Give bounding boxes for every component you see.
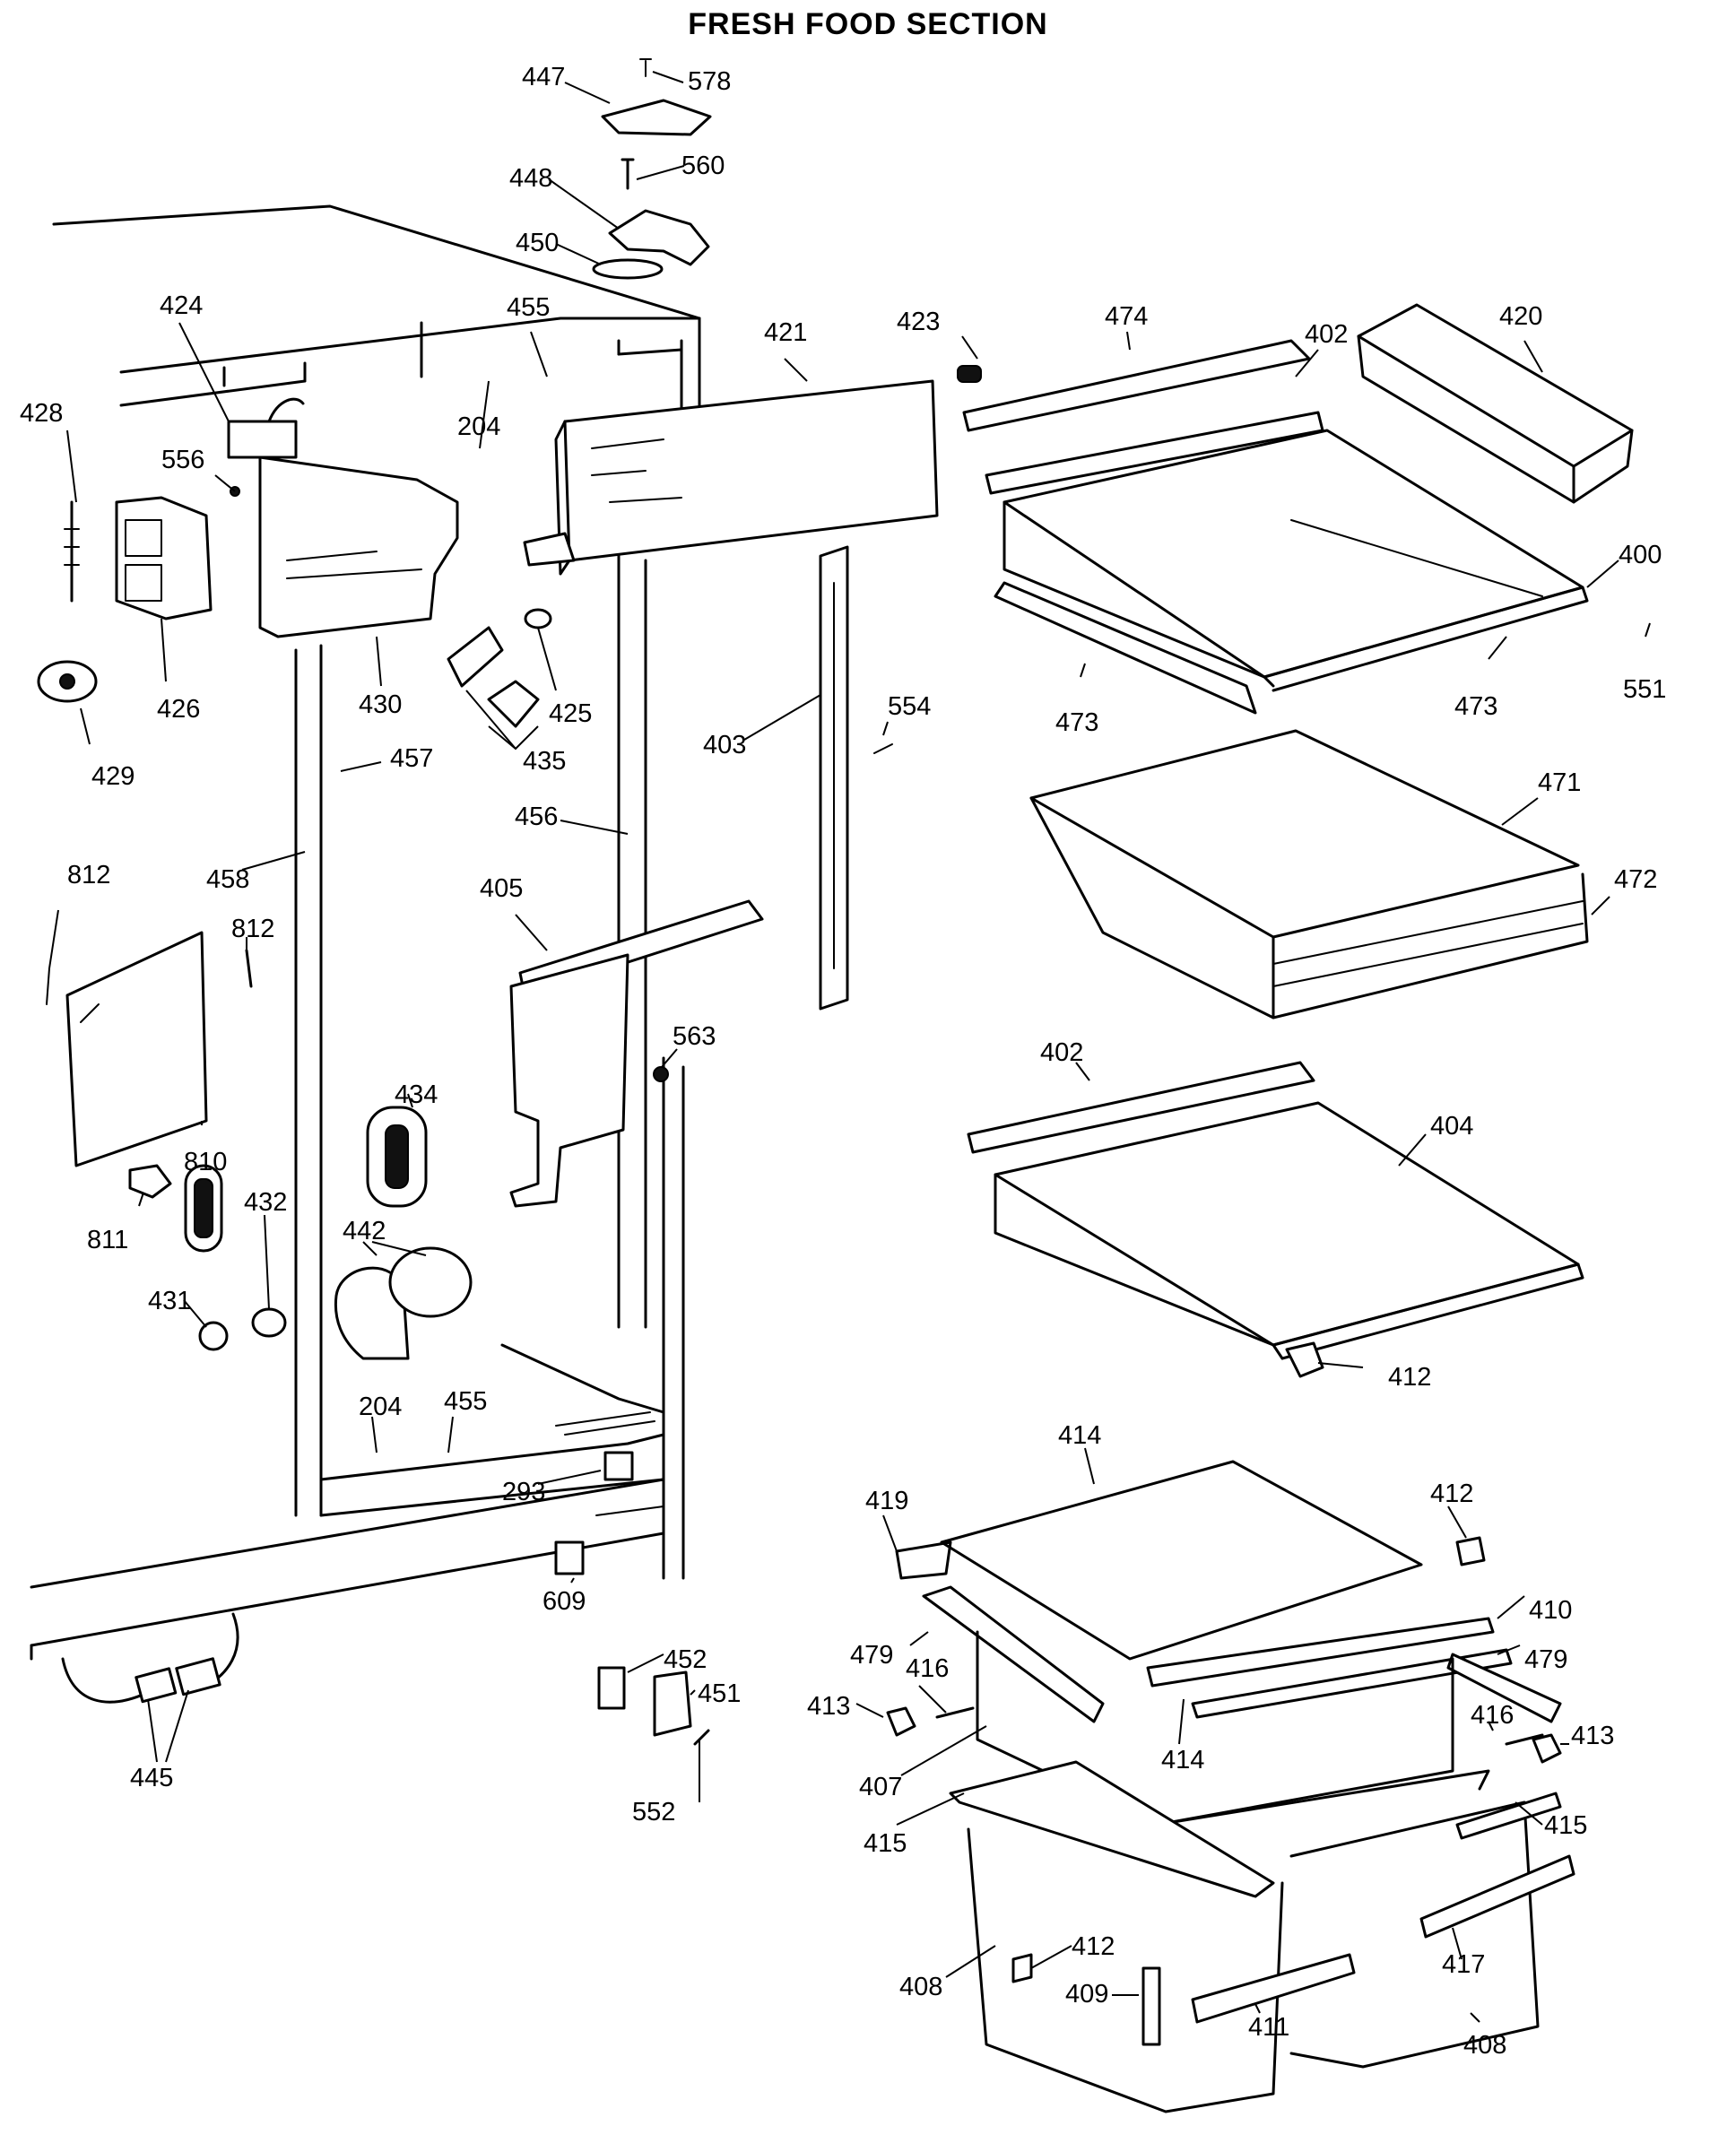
label-413-left: 413 [807,1692,850,1721]
label-404: 404 [1430,1112,1473,1141]
label-434: 434 [395,1080,438,1109]
label-556: 556 [161,446,204,474]
label-447: 447 [522,63,565,91]
middle-shelf [967,1061,1584,1378]
label-474: 474 [1105,302,1148,331]
label-408-left: 408 [899,1973,942,2001]
label-552: 552 [632,1798,675,1827]
label-293: 293 [502,1478,545,1506]
label-442: 442 [343,1217,386,1245]
label-811: 811 [87,1226,128,1254]
label-403: 403 [703,731,746,759]
label-423: 423 [897,308,940,336]
label-426: 426 [157,695,200,724]
label-412-bottom: 412 [1072,1932,1115,1961]
label-432: 432 [244,1188,287,1217]
cabinet-frame [30,204,701,1704]
label-407: 407 [859,1773,902,1801]
label-429: 429 [91,762,135,791]
label-457: 457 [390,744,433,773]
label-479-left: 479 [850,1641,893,1670]
label-471: 471 [1538,768,1581,797]
leader-lines [48,71,1651,2023]
label-409: 409 [1065,1980,1108,2009]
shelf-bracket [509,899,764,1208]
label-810: 810 [184,1148,227,1176]
label-455-top: 455 [507,293,550,322]
label-435: 435 [523,747,566,776]
fastener-parts [447,545,893,1011]
label-408-right: 408 [1463,2031,1506,2060]
label-473-right: 473 [1454,692,1497,721]
label-419: 419 [865,1487,908,1515]
label-563: 563 [673,1022,716,1051]
label-425: 425 [549,699,592,728]
lower-small-parts [554,1451,710,1746]
label-410: 410 [1529,1596,1572,1625]
upper-shelf [962,339,1589,715]
label-421: 421 [764,318,807,347]
label-413-right: 413 [1571,1722,1614,1750]
label-455-bottom: 455 [444,1387,487,1416]
crisper-pan [1029,729,1589,1020]
label-452: 452 [664,1645,707,1674]
label-479-right: 479 [1524,1645,1567,1674]
label-451: 451 [698,1679,741,1708]
label-473-left: 473 [1055,708,1098,737]
control-panel [523,365,982,576]
label-417: 417 [1442,1950,1485,1979]
label-412-right: 412 [1430,1480,1473,1508]
label-405: 405 [480,874,523,903]
label-412-mid: 412 [1388,1363,1431,1392]
label-456: 456 [515,803,558,831]
label-430: 430 [359,690,402,719]
lower-crisper-assembly [886,1460,1575,2113]
label-428: 428 [20,399,63,428]
label-204-bottom: 204 [359,1393,402,1421]
label-812-left: 812 [67,861,110,889]
label-416-left: 416 [906,1654,949,1683]
label-560: 560 [681,152,725,180]
label-411: 411 [1248,2013,1289,2042]
label-554: 554 [888,692,931,721]
control-parts [37,397,459,703]
label-415-right: 415 [1544,1811,1587,1840]
label-416-right: 416 [1471,1701,1514,1730]
label-402-top: 402 [1305,320,1348,349]
upper-hinge-parts [592,58,712,280]
label-400: 400 [1619,541,1662,569]
diagram-title: FRESH FOOD SECTION [688,7,1048,41]
part-labels: 447 578 448 560 450 424 455 421 423 474 … [20,63,1666,2060]
label-450: 450 [516,229,559,257]
lower-left-parts [46,931,473,1360]
label-472: 472 [1614,865,1657,894]
label-402-mid: 402 [1040,1038,1083,1067]
label-458: 458 [206,865,249,894]
label-431: 431 [148,1287,191,1315]
upper-bin [1357,303,1634,504]
label-578: 578 [688,67,731,96]
label-415-left: 415 [864,1829,907,1858]
label-609: 609 [542,1587,586,1616]
label-812-right: 812 [231,915,274,943]
label-414-top: 414 [1058,1421,1101,1450]
label-551: 551 [1623,675,1666,704]
label-204-top: 204 [457,412,500,441]
label-445: 445 [130,1764,173,1792]
label-424: 424 [160,291,203,320]
label-420: 420 [1499,302,1542,331]
label-414-bottom: 414 [1161,1746,1204,1775]
label-448: 448 [509,164,552,193]
